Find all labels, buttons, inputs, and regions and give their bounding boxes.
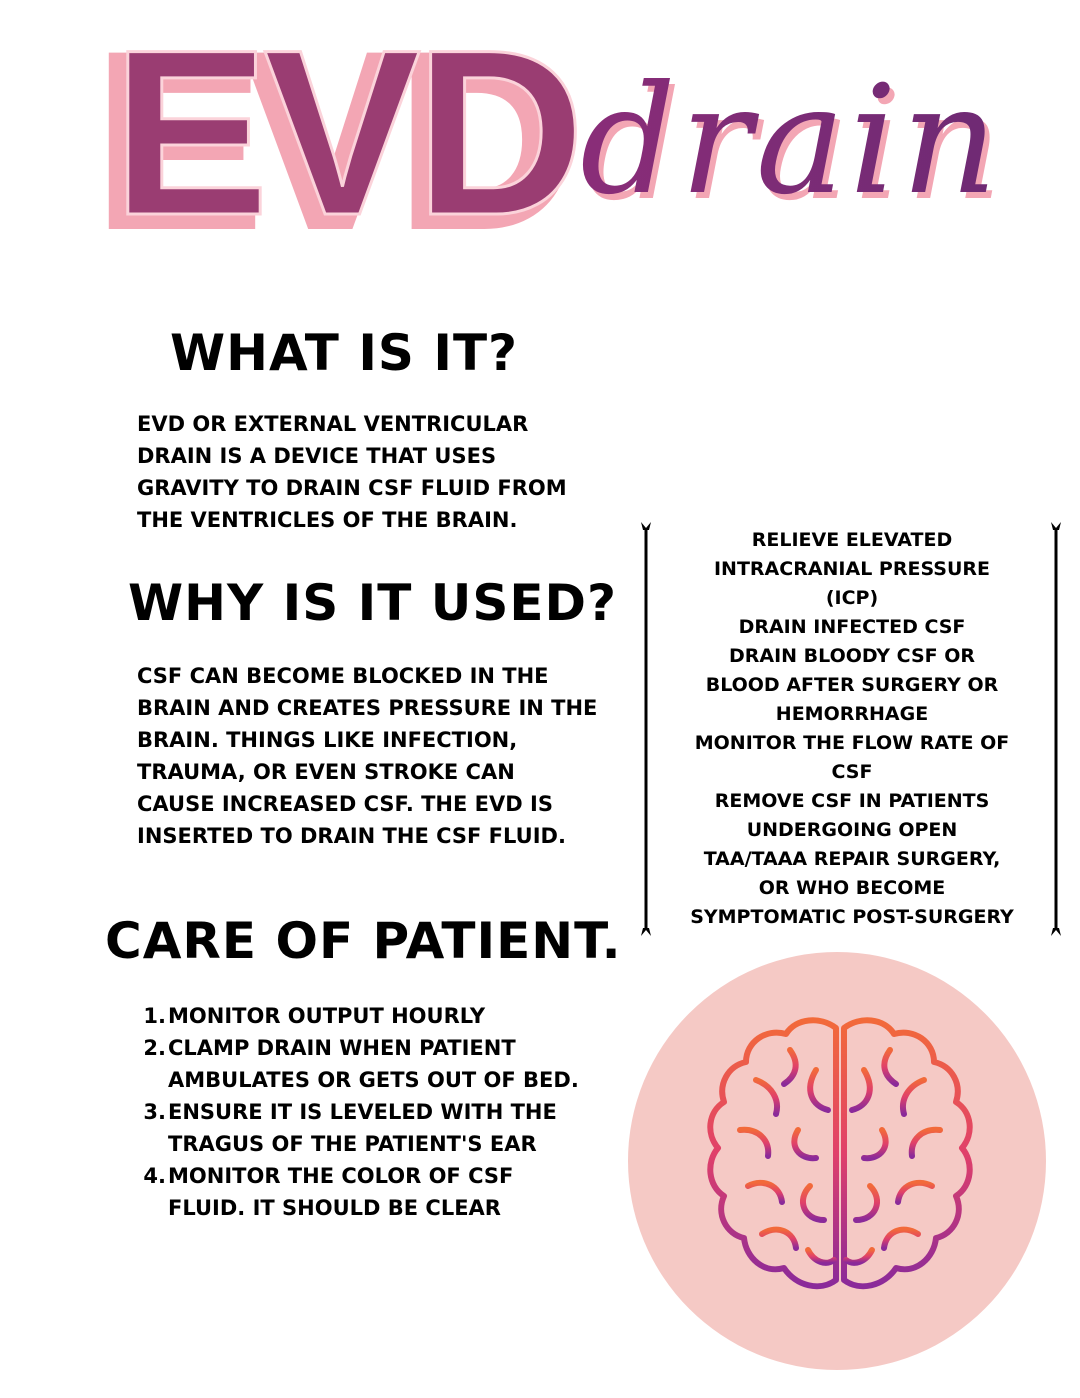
list-text: MONITOR THE COLOR OF CSF FLUID. IT SHOUL… xyxy=(168,1164,514,1220)
list-number: 1. xyxy=(143,1004,166,1028)
list-text: ENSURE IT IS LEVELED WITH THE TRAGUS OF … xyxy=(168,1100,557,1156)
list-number: 4. xyxy=(143,1164,166,1188)
list-number: 2. xyxy=(143,1036,166,1060)
list-item: 4. MONITOR THE COLOR OF CSF FLUID. IT SH… xyxy=(140,1160,580,1224)
heading-care-of-patient: CARE OF PATIENT. xyxy=(105,912,622,970)
title-evd: EVD xyxy=(112,1,579,260)
care-list: 1. MONITOR OUTPUT HOURLY 2. CLAMP DRAIN … xyxy=(140,1000,580,1224)
list-item: 3. ENSURE IT IS LEVELED WITH THE TRAGUS … xyxy=(140,1096,580,1160)
brain-icon xyxy=(707,1017,973,1290)
heading-what-is-it: WHAT IS IT? xyxy=(170,324,519,382)
title-drain-shadow: drain xyxy=(585,60,1007,234)
list-item: 2. CLAMP DRAIN WHEN PATIENT AMBULATES OR… xyxy=(140,1032,580,1096)
title-drain: drain xyxy=(580,54,1002,228)
heading-why-used: WHY IS IT USED? xyxy=(128,574,618,632)
right-bracket-icon xyxy=(1051,522,1061,936)
page-title-graphic: EVD EVD drain drain xyxy=(93,0,1007,260)
why-used-text: CSF CAN BECOME BLOCKED IN THE BRAIN AND … xyxy=(137,664,598,848)
what-is-it-text: EVD OR EXTERNAL VENTRICULAR DRAIN IS A D… xyxy=(137,412,567,532)
list-item: 1. MONITOR OUTPUT HOURLY xyxy=(140,1000,580,1032)
left-bracket-icon xyxy=(641,522,651,936)
list-text: CLAMP DRAIN WHEN PATIENT AMBULATES OR GE… xyxy=(168,1036,579,1092)
list-text: MONITOR OUTPUT HOURLY xyxy=(168,1004,486,1028)
uses-list: RELIEVE ELEVATED INTRACRANIAL PRESSURE (… xyxy=(690,529,1014,928)
list-number: 3. xyxy=(143,1100,166,1124)
title-evd-shadow: EVD xyxy=(100,9,567,260)
